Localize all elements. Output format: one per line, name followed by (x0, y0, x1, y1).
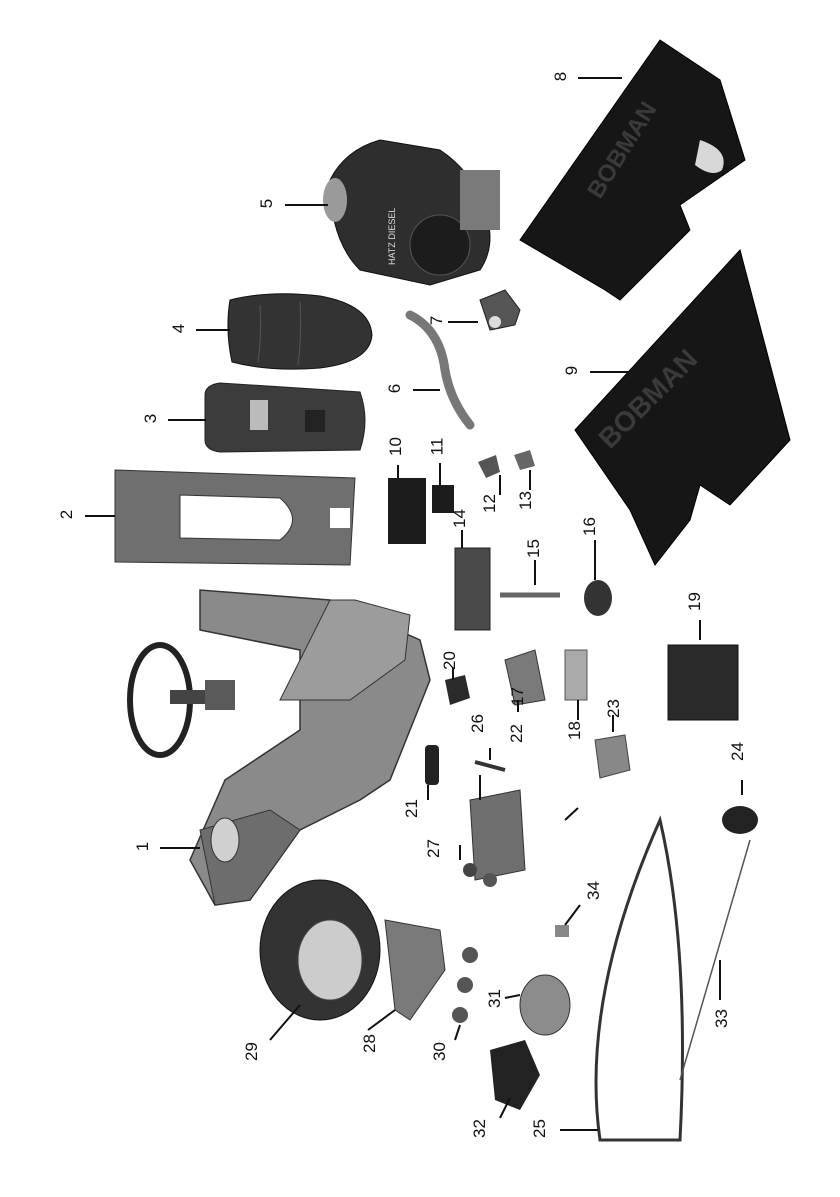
callout-11: 11 (428, 438, 445, 456)
part-9-side-panel: BOBMAN (575, 250, 790, 565)
callout-18: 18 (566, 721, 583, 740)
part-14-valve-block (455, 548, 490, 630)
part-24-knob (722, 806, 758, 834)
callout-25: 25 (531, 1119, 548, 1138)
part-13-fitting (514, 450, 535, 470)
callout-22: 22 (508, 724, 525, 743)
part-16-knob (584, 580, 612, 616)
engine-brand-text: HATZ DIESEL (387, 208, 397, 265)
callout-34: 34 (585, 881, 602, 900)
callout-27: 27 (425, 839, 442, 858)
callout-4: 4 (170, 324, 187, 333)
part-30-bearings (452, 947, 478, 1023)
part-6-rod (410, 315, 470, 425)
part-22-pin (475, 762, 505, 770)
part-32-handwheel (490, 1040, 540, 1110)
callout-1: 1 (134, 842, 151, 851)
callout-23: 23 (605, 699, 622, 718)
part-1-main-frame (130, 590, 430, 905)
callout-21: 21 (403, 799, 420, 818)
callout-14: 14 (451, 509, 468, 528)
callout-24: 24 (729, 742, 746, 761)
callout-26: 26 (469, 714, 486, 733)
callout-20: 20 (441, 651, 458, 670)
part-7-bracket (480, 290, 520, 330)
callout-10: 10 (387, 437, 404, 456)
callout-32: 32 (471, 1119, 488, 1138)
part-5-engine: HATZ DIESEL (323, 140, 500, 285)
callout-29: 29 (243, 1042, 260, 1061)
part-31-hub (520, 975, 570, 1035)
callout-3: 3 (142, 414, 159, 423)
part-10-bracket (388, 478, 426, 544)
part-2-floor-plate (115, 470, 355, 565)
callout-9: 9 (563, 366, 580, 375)
part-33-cable (680, 840, 750, 1080)
part-34-clip (555, 925, 569, 937)
callout-8: 8 (552, 72, 569, 81)
part-29-wheel (260, 880, 380, 1020)
callout-30: 30 (431, 1042, 448, 1061)
part-3-engine-cover (205, 383, 365, 452)
part-4-seat (228, 294, 372, 369)
part-28-steering-arm (385, 920, 445, 1020)
callout-19: 19 (686, 592, 703, 611)
part-20-bracket (445, 675, 470, 705)
callout-31: 31 (486, 989, 503, 1008)
callout-5: 5 (258, 199, 275, 208)
part-21-grip (425, 745, 439, 785)
part-25-belt (596, 820, 683, 1140)
part-18-switch (565, 650, 587, 700)
callout-16: 16 (581, 517, 598, 536)
callout-28: 28 (361, 1034, 378, 1053)
callout-7: 7 (428, 316, 445, 325)
part-26-cover-plate (470, 790, 525, 880)
callout-15: 15 (525, 539, 542, 558)
callout-33: 33 (713, 1009, 730, 1028)
callout-17: 17 (509, 687, 526, 706)
callout-12: 12 (481, 494, 498, 513)
callout-6: 6 (386, 384, 403, 393)
callout-2: 2 (58, 510, 75, 519)
part-23-valve (595, 735, 630, 778)
part-19-battery (668, 645, 738, 720)
part-12-fitting (478, 455, 500, 478)
callout-13: 13 (517, 491, 534, 510)
